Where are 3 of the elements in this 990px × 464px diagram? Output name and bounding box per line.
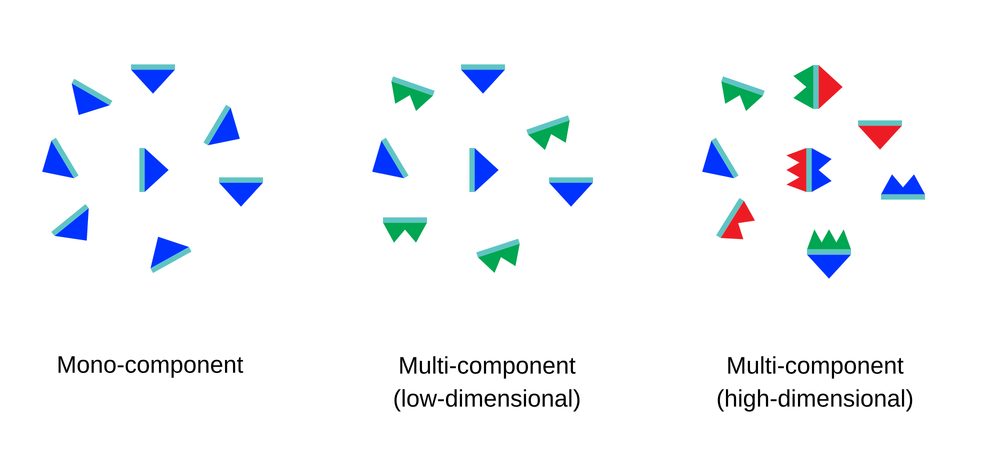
caption: Mono-component <box>58 356 244 378</box>
caption: Multi-component (low-dimensional) <box>394 356 580 412</box>
caption: Multi-component (high-dimensional) <box>718 356 912 412</box>
